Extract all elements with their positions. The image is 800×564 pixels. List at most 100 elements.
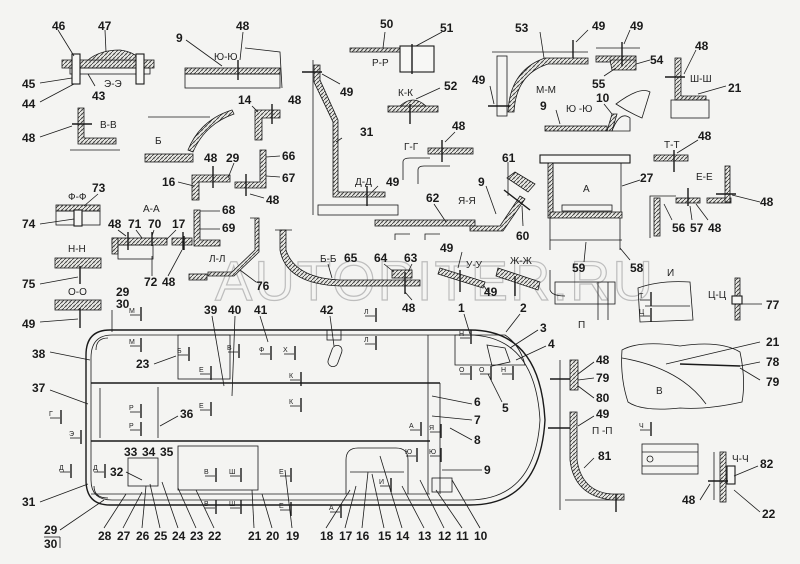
callout-49-oo: 49 — [22, 317, 36, 331]
leader-line — [401, 485, 425, 529]
callout-28-bottom: 28 — [98, 529, 112, 543]
section-marker-n: Н — [501, 367, 506, 374]
callout-68: 68 — [222, 203, 236, 217]
leader-line — [161, 481, 179, 529]
section-marker-f: Ф — [259, 347, 264, 354]
section-marker-e: Е — [279, 469, 284, 476]
callout-23-plan: 23 — [136, 357, 150, 371]
section-shsh: 48 Ш-Ш 21 — [665, 39, 742, 119]
callout-17-aa: 17 — [172, 217, 186, 231]
callout-64: 64 — [374, 251, 388, 265]
leader-line — [122, 491, 143, 529]
leader-line — [251, 489, 255, 529]
section-marker-x: Х — [283, 347, 288, 354]
callout-70: 70 — [148, 217, 162, 231]
section-yuyu-top: 9 48 Ю-Ю — [176, 19, 283, 89]
leader-line — [103, 493, 127, 529]
section-chch: Ч-Ч 82 48 22 — [641, 443, 776, 521]
section-marker-d: Д — [93, 465, 98, 472]
callout-48-aa: 48 — [108, 217, 122, 231]
section-marker-e: Е — [279, 503, 284, 510]
callout-57: 57 — [690, 221, 704, 235]
callout-75: 75 — [22, 277, 36, 291]
callout-10-yuyu2: 10 — [596, 91, 610, 105]
callout-50: 50 — [380, 17, 394, 31]
callout-77: 77 — [766, 298, 780, 312]
callout-29-bottom: 29 — [44, 523, 58, 537]
callout-14: 14 — [238, 93, 252, 107]
leader-line — [284, 469, 293, 529]
callout-48-eE: 48 — [760, 195, 774, 209]
callout-53: 53 — [515, 21, 529, 35]
callout-42: 42 — [320, 303, 334, 317]
section-marker-ch: Ч — [639, 423, 644, 430]
callout-79-pp: 79 — [596, 371, 610, 385]
callout-82: 82 — [760, 457, 774, 471]
section-marker-o: О — [459, 367, 465, 374]
section-marker-yu: Ю — [405, 449, 412, 456]
section-marker-e: Е — [199, 367, 204, 374]
callout-27: 27 — [640, 171, 654, 185]
section-marker-ts: Ц — [639, 309, 645, 316]
section-marker-l: Л — [364, 337, 369, 344]
section-label-ff: Ф-Ф — [68, 192, 87, 203]
section-label-eE: Е-Е — [696, 172, 713, 183]
callout-23-bottom: 23 — [190, 529, 204, 543]
section-marker-ya: Я — [429, 425, 434, 432]
callout-38: 38 — [32, 347, 46, 361]
callout-8: 8 — [474, 433, 481, 447]
callout-49-uu-b: 49 — [484, 285, 498, 299]
leader-line — [435, 489, 463, 529]
section-uu: 49 У-У 49 — [437, 241, 498, 299]
view-a: А 27 59 58 — [539, 154, 654, 275]
callout-54: 54 — [650, 53, 664, 67]
section-marker-m: М — [129, 339, 135, 346]
callout-48-14: 48 — [288, 93, 302, 107]
callout-49-uu-a: 49 — [440, 241, 454, 255]
callout-13-bottom: 13 — [418, 529, 432, 543]
section-label-pp: П -П — [592, 426, 612, 437]
callout-18-bottom: 18 — [320, 529, 334, 543]
section-label-uu: У-У — [466, 260, 483, 271]
callout-69: 69 — [222, 221, 236, 235]
leader-line — [451, 479, 481, 529]
callout-48-yuyu: 48 — [236, 19, 250, 33]
callout-6: 6 — [474, 395, 481, 409]
section-label-chch: Ч-Ч — [732, 454, 749, 465]
callout-22-chch: 22 — [762, 507, 776, 521]
callout-56: 56 — [672, 221, 686, 235]
callout-43: 43 — [92, 89, 106, 103]
callout-44: 44 — [22, 97, 36, 111]
section-aa: А-А 48 71 70 17 72 48 — [108, 204, 193, 289]
view-i: И — [637, 268, 694, 323]
callout-49-dd: 49 — [386, 175, 400, 189]
callout-48-shsh: 48 — [695, 39, 709, 53]
callout-52: 52 — [444, 79, 458, 93]
section-label-ll: Л-Л — [209, 254, 225, 265]
callout-65: 65 — [344, 251, 358, 265]
callout-16: 16 — [162, 175, 176, 189]
section-eE: Е-Е 48 56 57 48 — [649, 165, 774, 238]
callout-51: 51 — [440, 21, 454, 35]
leader-line — [361, 471, 369, 529]
callout-22-bottom: 22 — [208, 529, 222, 543]
callout-61: 61 — [502, 151, 516, 165]
callout-30-bottom: 30 — [44, 537, 58, 551]
leader-line — [261, 493, 273, 529]
section-marker-o: О — [479, 367, 485, 374]
section-label-aa: А-А — [143, 204, 160, 215]
leader-line — [325, 489, 351, 529]
leader-line — [195, 489, 215, 529]
section-label-rr: Р-Р — [372, 58, 389, 69]
callout-66: 66 — [282, 149, 296, 163]
leader-line — [344, 485, 357, 529]
callout-48-vv: 48 — [22, 131, 36, 145]
callout-80: 80 — [596, 391, 610, 405]
section-bb: Б-Б 65 64 63 48 — [275, 229, 421, 315]
section-tt: Т-Т 48 — [653, 129, 712, 172]
section-vv: 48 В-В — [22, 107, 120, 151]
callout-48-57: 48 — [708, 221, 722, 235]
